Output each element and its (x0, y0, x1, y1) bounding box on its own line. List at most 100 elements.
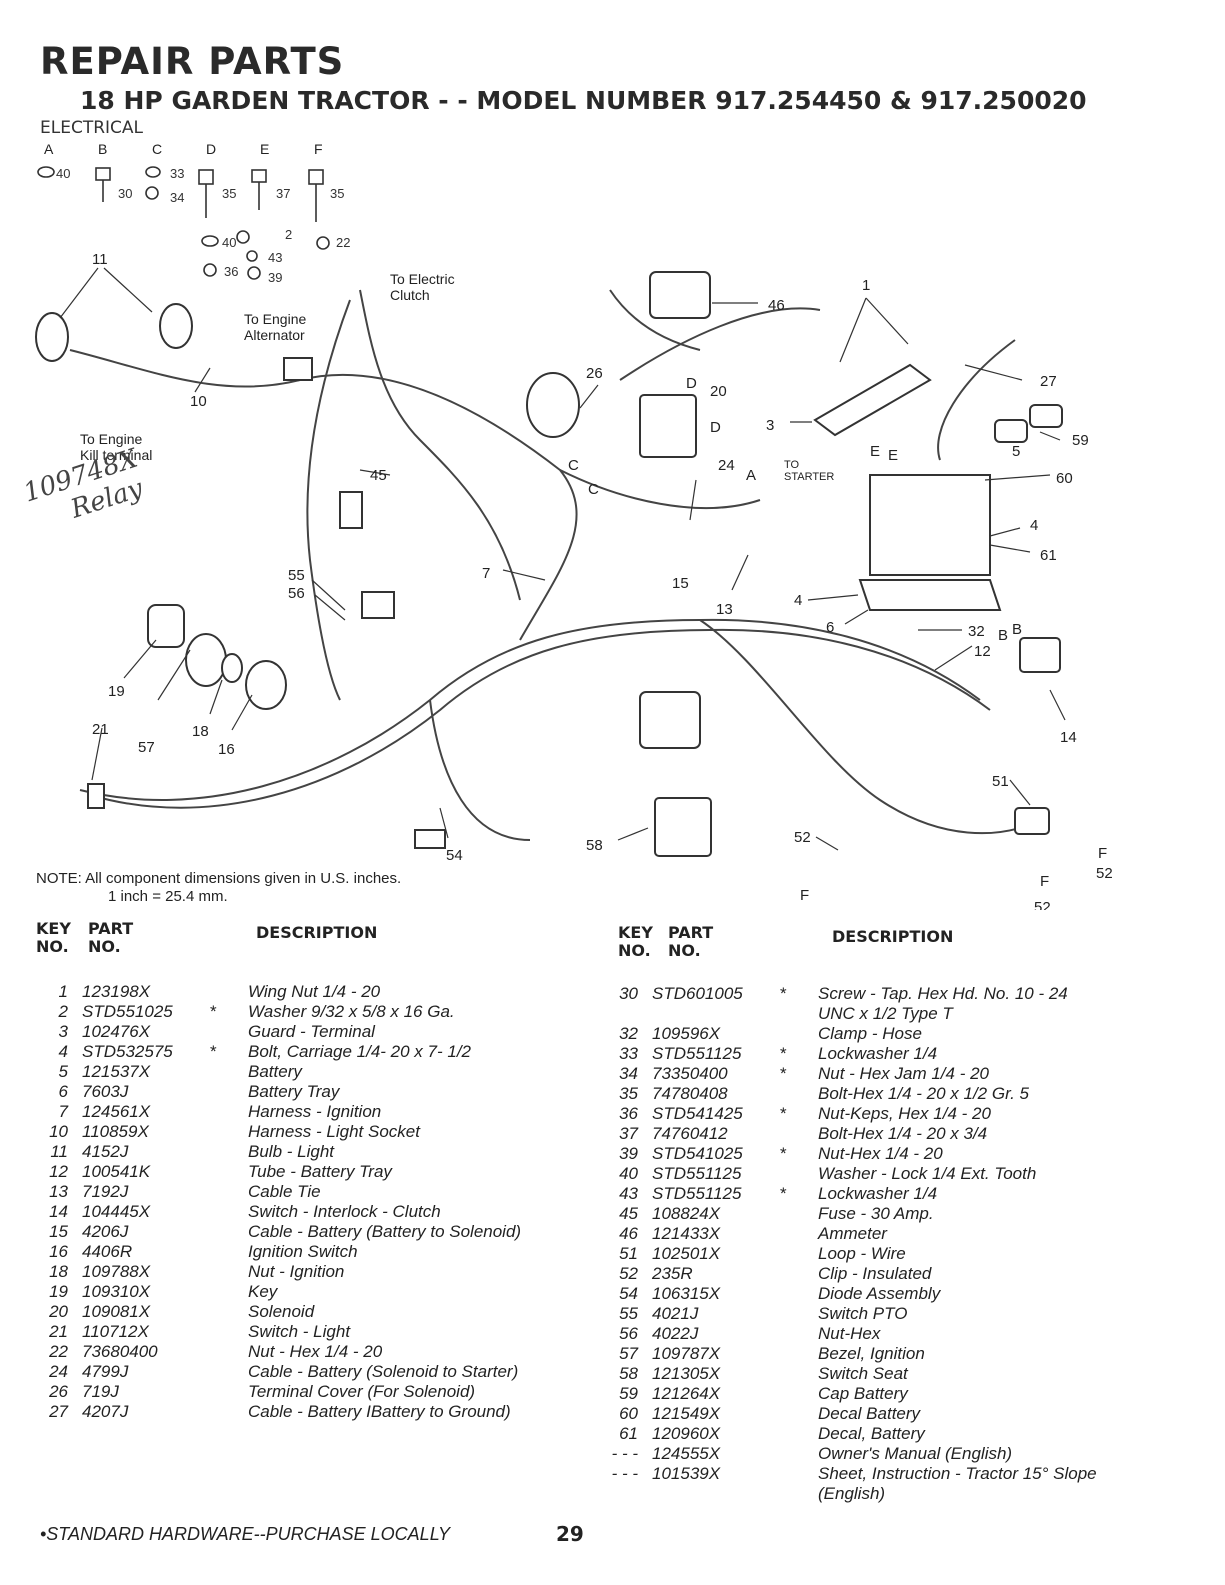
part-number: 108824X (652, 1204, 721, 1223)
svg-text:40: 40 (56, 166, 70, 181)
part-description: Washer 9/32 x 5/8 x 16 Ga. (248, 1002, 455, 1021)
part-description: Nut - Hex Jam 1/4 - 20 (818, 1064, 990, 1083)
key-number: 52 (619, 1264, 638, 1283)
svg-text:52: 52 (794, 829, 811, 846)
part-description: Switch Seat (818, 1364, 908, 1383)
part-description: Cable Tie (248, 1182, 321, 1201)
annotation-electric-clutch: To Electric Clutch (390, 271, 458, 303)
svg-text:43: 43 (268, 250, 282, 265)
key-number: 58 (619, 1364, 638, 1383)
part-description: Switch PTO (818, 1304, 908, 1323)
svg-text:11: 11 (92, 251, 108, 268)
part-description: Tube - Battery Tray (248, 1162, 392, 1181)
part-number: 74760412 (652, 1124, 728, 1143)
part-number: 235R (652, 1264, 693, 1283)
part-description: Lockwasher 1/4 (818, 1184, 938, 1203)
terminal-cover-icon (526, 372, 580, 438)
page-number: 29 (556, 1522, 584, 1546)
part-number: 110712X (82, 1322, 149, 1341)
diode-assembly-icon (414, 829, 446, 849)
seat-switch-icon (654, 797, 712, 857)
part-description: Cable - Battery (Battery to Solenoid) (248, 1222, 522, 1241)
svg-text:C: C (588, 481, 599, 498)
part-number: 4207J (82, 1402, 129, 1421)
part-callouts: 11 10 46 1 27 3 59 5 60 4 61 4 6 32 12 1… (92, 251, 1113, 910)
battery-icon (869, 474, 991, 576)
part-number: 104445X (82, 1202, 151, 1221)
part-description: Decal, Battery (818, 1424, 925, 1443)
part-description: Bolt-Hex 1/4 - 20 x 1/2 Gr. 5 (818, 1084, 1030, 1103)
key-number: 32 (619, 1024, 638, 1043)
annotation-engine-alternator: To Engine Alternator (244, 311, 310, 343)
svg-text:E: E (870, 443, 880, 460)
solenoid-icon (639, 394, 697, 458)
key-number: 40 (619, 1164, 638, 1183)
part-number: 73350400 (652, 1064, 728, 1083)
svg-text:30: 30 (118, 186, 132, 201)
svg-text:F: F (1040, 873, 1049, 890)
dimensions-note: NOTE: All component dimensions given in … (36, 870, 401, 906)
svg-text:52: 52 (1034, 899, 1051, 910)
key-number: 45 (619, 1204, 638, 1223)
header-part-no-right: PART NO. (668, 923, 714, 960)
ignition-nut-icon (221, 653, 243, 683)
svg-text:6: 6 (826, 619, 834, 636)
standard-hardware-mark: * (780, 984, 787, 1003)
page-title: REPAIR PARTS (40, 40, 345, 83)
annotation-engine-kill: To Engine Kill terminal (80, 431, 152, 463)
leader-lines (59, 267, 1066, 851)
part-number: 109081X (82, 1302, 151, 1321)
hardware-letter: C (152, 141, 162, 157)
left-header-part: PART NO. (88, 920, 148, 956)
part-description: Bolt, Carriage 1/4- 20 x 7- 1/2 (248, 1042, 472, 1061)
hardware-letter: F (314, 141, 323, 157)
svg-text:E: E (888, 447, 898, 464)
light-bulb-left-icon (35, 312, 69, 362)
key-number: 15 (49, 1222, 68, 1241)
part-number: 4406R (82, 1242, 133, 1261)
svg-text:56: 56 (288, 585, 305, 602)
part-number: STD551025 (82, 1002, 173, 1021)
key-number: 39 (619, 1144, 638, 1163)
key-number: 12 (49, 1162, 68, 1181)
part-number: 109310X (82, 1282, 151, 1301)
svg-text:B: B (1012, 621, 1022, 638)
svg-text:D: D (686, 375, 697, 392)
part-number: 4021J (652, 1304, 699, 1323)
part-description: Screw - Tap. Hex Hd. No. 10 - 24 UNC x 1… (818, 984, 1068, 1023)
part-number: 121264X (652, 1384, 721, 1403)
part-description: Bezel, Ignition (818, 1344, 925, 1363)
svg-text:B: B (998, 627, 1008, 644)
svg-text:58: 58 (586, 837, 603, 854)
part-number: 719J (82, 1382, 119, 1401)
ignition-bezel-icon (185, 633, 227, 687)
svg-text:3: 3 (766, 417, 774, 434)
svg-text:59: 59 (1072, 432, 1089, 449)
key-number: 46 (619, 1224, 638, 1243)
part-description: Terminal Cover (For Solenoid) (248, 1382, 476, 1401)
svg-text:26: 26 (586, 365, 603, 382)
part-description: Nut-Hex 1/4 - 20 (818, 1144, 943, 1163)
svg-text:10: 10 (190, 393, 207, 410)
part-number: STD551125 (652, 1184, 742, 1203)
key-number: 36 (619, 1104, 638, 1123)
components (35, 271, 1063, 857)
key-number: 51 (619, 1244, 638, 1263)
header-description-right: DESCRIPTION (832, 927, 954, 946)
key-number: 14 (49, 1202, 68, 1221)
